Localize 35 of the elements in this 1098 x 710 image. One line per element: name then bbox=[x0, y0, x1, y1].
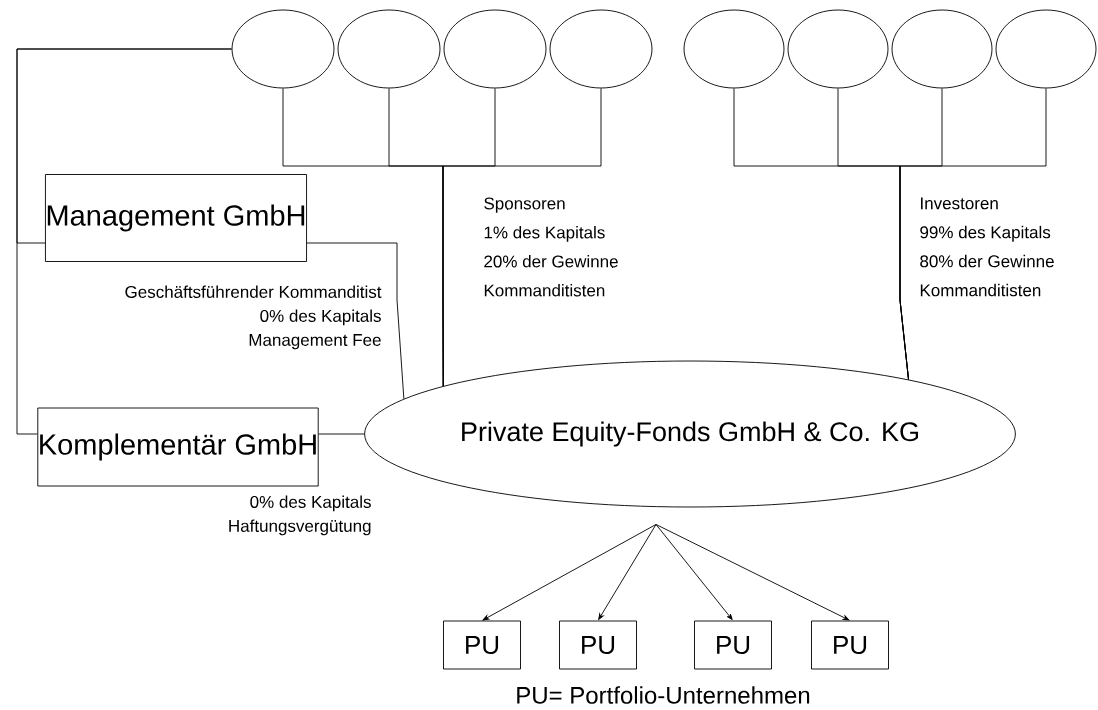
connector-line bbox=[899, 88, 1047, 380]
oval-shape bbox=[683, 9, 785, 89]
label: 80% der Gewinne bbox=[920, 254, 1054, 268]
label: Kommanditisten bbox=[484, 284, 605, 297]
oval-shape bbox=[231, 9, 335, 89]
oval-shape bbox=[787, 9, 889, 89]
arrow bbox=[482, 524, 657, 621]
oval-shape bbox=[443, 9, 547, 89]
arrow bbox=[655, 524, 733, 620]
entity-box: PU bbox=[443, 620, 521, 670]
connector-line bbox=[306, 242, 405, 400]
connector-line bbox=[16, 48, 232, 435]
connector-line bbox=[442, 88, 602, 387]
annotation-text: Investoren 99% des Kapitals 80% der Gewinne Kommanditisten bbox=[920, 197, 1054, 297]
label: Kommanditisten bbox=[920, 283, 1041, 297]
entity-box: Komplementär GmbH bbox=[37, 407, 319, 487]
connector-line bbox=[318, 433, 365, 435]
arrow bbox=[598, 524, 657, 620]
label: 20% der Gewinne bbox=[484, 255, 618, 268]
annotation-text: Sponsoren 1% des Kapitals 20% der Gewinne Kommanditisten bbox=[484, 197, 618, 297]
label: 99% des Kapitals bbox=[920, 225, 1051, 242]
arrow bbox=[655, 524, 850, 621]
oval-shape bbox=[995, 9, 1097, 89]
legend-text: PU= Portfolio-Unternehmen bbox=[517, 686, 810, 704]
label: Sponsoren bbox=[484, 197, 565, 213]
label: 1% des Kapitals bbox=[484, 226, 605, 242]
entity-box: Management GmbH bbox=[45, 174, 307, 262]
oval-shape bbox=[549, 9, 653, 89]
annotation-text: Geschäftsführender Kommanditist 0% des Kapitals Management Fee bbox=[125, 285, 382, 350]
label: Investoren bbox=[921, 197, 998, 210]
entity-box: PU bbox=[811, 620, 889, 670]
entity-box: PU bbox=[559, 620, 637, 670]
oval-shape bbox=[891, 9, 993, 89]
entity-box: PU bbox=[694, 620, 772, 670]
oval-shape bbox=[337, 9, 441, 89]
